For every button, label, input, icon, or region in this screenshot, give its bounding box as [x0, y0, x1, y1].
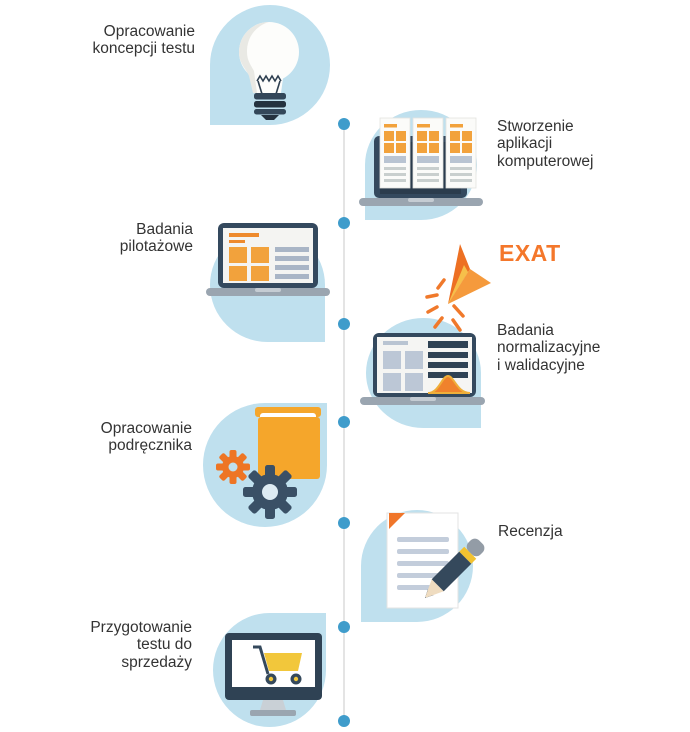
- monitor-shopping-cart-icon: [225, 633, 322, 716]
- exat-badge: EXAT: [499, 240, 561, 266]
- large-gear-icon: [243, 465, 297, 519]
- timeline-dot: [338, 621, 350, 633]
- stage-label-review: Recenzja: [498, 523, 563, 540]
- click-burst-arrow-icon: [425, 244, 491, 332]
- lightbulb-icon: [239, 22, 299, 120]
- laptop-distribution-chart-icon: [360, 333, 485, 405]
- book-icon: [255, 407, 321, 479]
- book-gears-icon: [216, 407, 321, 519]
- timeline-dot: [338, 416, 350, 428]
- app-card: [379, 117, 411, 189]
- document-pencil-icon: [386, 512, 485, 609]
- stage-normalization: [360, 318, 485, 428]
- timeline-dot: [338, 517, 350, 529]
- timeline-dot: [338, 118, 350, 130]
- stage-manual: [203, 403, 327, 527]
- laptop-dashboard-icon: [206, 223, 330, 296]
- app-card: [412, 117, 444, 189]
- stage-label-application: Stworzenie aplikacji komputerowej: [497, 118, 594, 170]
- stage-review: [361, 510, 485, 622]
- stage-pilot: [206, 223, 330, 342]
- timeline-dot: [338, 217, 350, 229]
- stage-application: [359, 110, 483, 220]
- pencil-icon: [425, 538, 485, 598]
- timeline-dot: [338, 318, 350, 330]
- small-gear-icon: [216, 450, 250, 484]
- stage-label-sale: Przygotowanie testu do sprzedaży: [90, 619, 192, 671]
- stage-label-pilot: Badania pilotażowe: [119, 221, 193, 256]
- laptop-app-cards-icon: [359, 117, 483, 206]
- stage-label-manual: Opracowanie podręcznika: [100, 420, 192, 455]
- stage-label-normalization: Badania normalizacyjne i walidacyjne: [497, 322, 601, 374]
- stage-concept: [210, 5, 330, 125]
- shopping-cart-icon: [253, 645, 302, 685]
- app-card: [445, 117, 477, 189]
- timeline-dot: [338, 715, 350, 727]
- stage-sale: [213, 613, 326, 727]
- stage-label-concept: Opracowanie koncepcji testu: [92, 23, 195, 58]
